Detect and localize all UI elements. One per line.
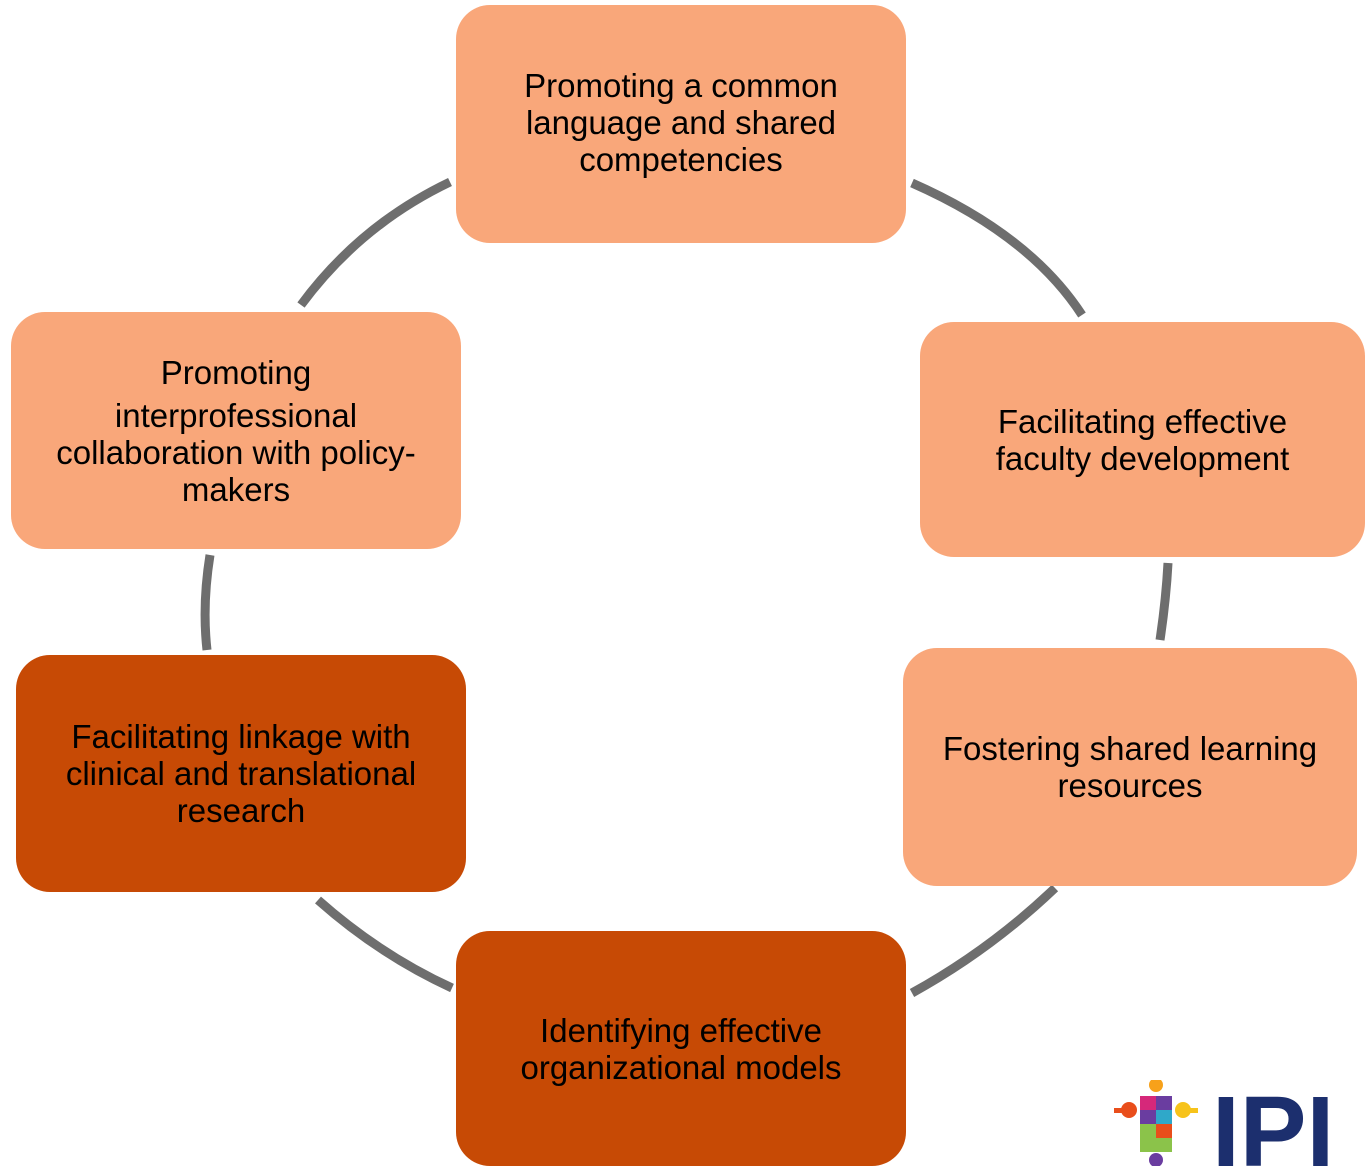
connector-lowleft-left [200, 554, 215, 651]
ipi-logo: IPI [1100, 1080, 1365, 1166]
connector-right-lowright [1155, 562, 1173, 641]
node-text-line: research [176, 792, 306, 829]
cycle-node-policy-makers: Promoting interprofessional collaboratio… [11, 312, 461, 549]
node-text-line: Identifying effective [540, 1011, 822, 1049]
logo-wordmark: IPI [1212, 1080, 1334, 1166]
cycle-node-shared-learning-resources: Fostering shared learning resources [903, 648, 1357, 886]
node-text-line: organizational models [520, 1048, 842, 1086]
node-heading: Promoting [160, 353, 312, 391]
node-text-line: Facilitating effective [997, 402, 1288, 440]
node-text-line: Facilitating linkage with [71, 718, 411, 755]
node-text-line: collaboration with policy- [56, 433, 416, 471]
connector-top-right [910, 178, 1086, 318]
connector-bottom-lowleft [315, 896, 454, 993]
node-text-line: Fostering shared learning [942, 730, 1318, 767]
node-text-line: makers [181, 470, 291, 508]
node-text-line: language and shared [525, 104, 837, 141]
cycle-node-organizational-models: Identifying effective organizational mod… [456, 931, 906, 1166]
node-text-line: faculty development [995, 439, 1290, 477]
node-text-line: interprofessional [114, 396, 358, 434]
ipi-logo-mark: IPI [1114, 1080, 1334, 1166]
node-text-line: Promoting a common [524, 67, 838, 104]
cycle-node-clinical-research-linkage: Facilitating linkage with clinical and t… [16, 655, 466, 892]
connector-left-top [297, 177, 452, 308]
node-text-line: clinical and translational [65, 755, 417, 792]
node-text-line: resources [1057, 767, 1203, 804]
connector-lowright-bottom [909, 884, 1059, 997]
cycle-node-faculty-development: Facilitating effective faculty developme… [920, 322, 1365, 557]
node-text-line: competencies [579, 141, 783, 178]
cycle-node-common-language: Promoting a common language and shared c… [456, 5, 906, 243]
